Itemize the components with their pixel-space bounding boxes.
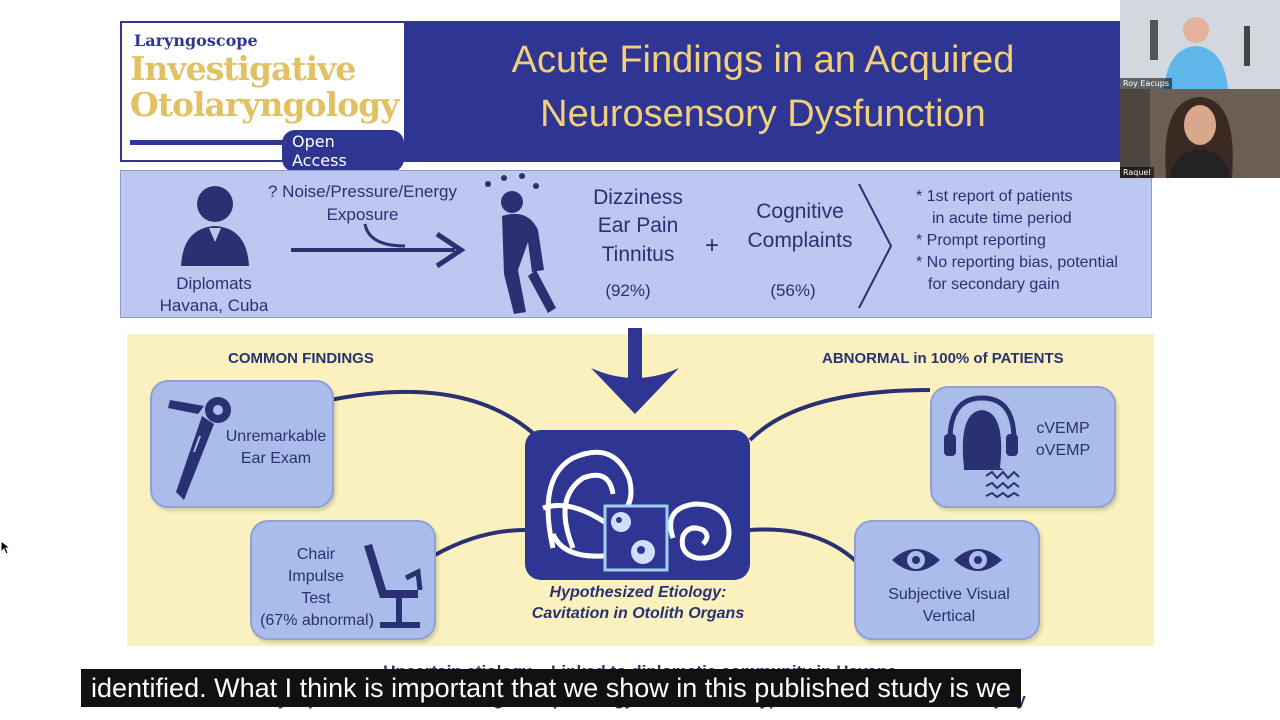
- chevron-right-icon: [858, 183, 893, 309]
- cognitive-line2: Complaints: [747, 229, 853, 252]
- key-point-3a: * No reporting bias, potential: [916, 254, 1118, 271]
- subtitle-caption: identified. What I think is important th…: [81, 669, 1021, 707]
- participant-1-avatar: [1120, 0, 1280, 89]
- key-points-list: * 1st report of patients in acute time p…: [916, 186, 1152, 296]
- logo-underline: [130, 140, 320, 145]
- slide-title-banner: Acute Findings in an Acquired Neurosenso…: [406, 21, 1120, 162]
- open-access-badge: Open Access: [282, 130, 404, 172]
- key-point-1b: in acute time period: [932, 210, 1072, 227]
- participant-1-name: Roy Eacups: [1120, 78, 1173, 89]
- exposure-label-line2: Exposure: [326, 205, 399, 224]
- eyes-icon: [892, 549, 1002, 571]
- patient-label-line2: Havana, Cuba: [159, 296, 269, 315]
- exposure-label-line1: ? Noise/Pressure/Energy: [268, 182, 457, 201]
- cognitive-percent: (56%): [770, 281, 816, 300]
- chair-line2: Impulse: [287, 568, 345, 585]
- slide-title-line1: Acute Findings in an Acquired: [511, 39, 1015, 81]
- key-point-2: * Prompt reporting: [916, 232, 1046, 249]
- plus-sign: +: [704, 232, 719, 259]
- common-findings-heading: COMMON FINDINGS: [228, 350, 374, 367]
- inner-ear-illustration: [525, 430, 750, 580]
- abnormal-findings-heading: ABNORMAL in 100% of PATIENTS: [822, 350, 1064, 367]
- participant-2-avatar: [1120, 89, 1280, 178]
- etiology-line2: Cavitation in Otolith Organs: [531, 605, 745, 622]
- key-point-3b: for secondary gain: [928, 276, 1060, 293]
- ear-exam-card: Unremarkable Ear Exam: [150, 380, 334, 508]
- otoscope-icon: [168, 397, 231, 500]
- symptom-tinnitus: Tinnitus: [601, 243, 675, 266]
- journal-name-line1: Investigative: [130, 49, 356, 88]
- chair-line3: Test: [301, 590, 331, 607]
- ear-exam-line1: Unremarkable: [225, 428, 327, 445]
- symptom-ear-pain: Ear Pain: [597, 214, 679, 237]
- svv-line2: Vertical: [922, 608, 976, 625]
- vemp-line2: oVEMP: [1035, 442, 1091, 459]
- exposure-arrow-icon: [291, 223, 466, 269]
- dizzy-person-icon: [485, 173, 556, 314]
- chair-impulse-card: Chair Impulse Test (67% abnormal): [250, 520, 436, 640]
- inner-ear-icon: [542, 449, 732, 572]
- journal-name-line2: Otolaryngology: [130, 85, 399, 124]
- participant-video-1[interactable]: Roy Eacups: [1120, 0, 1280, 89]
- etiology-line1: Hypothesized Etiology:: [549, 584, 727, 601]
- vemp-line1: cVEMP: [1036, 420, 1090, 437]
- participant-2-name: Raquel: [1120, 167, 1154, 178]
- chair-line4: (67% abnormal): [260, 612, 374, 629]
- rotary-chair-icon: [364, 544, 423, 628]
- ear-exam-line2: Ear Exam: [240, 450, 312, 467]
- cognitive-line1: Cognitive: [756, 200, 844, 223]
- exposure-band: [120, 170, 1152, 318]
- slide-title-line2: Neurosensory Dysfunction: [540, 93, 986, 135]
- key-point-1a: * 1st report of patients: [916, 188, 1073, 205]
- chair-line1: Chair: [296, 546, 336, 563]
- symptom-dizziness: Dizziness: [593, 186, 683, 209]
- participant-video-2[interactable]: Raquel: [1120, 89, 1280, 178]
- mouse-cursor-icon: [0, 540, 12, 555]
- svv-card: Subjective Visual Vertical: [854, 520, 1040, 640]
- svv-line1: Subjective Visual: [888, 586, 1010, 603]
- patient-label-line1: Diplomats: [176, 274, 252, 293]
- journal-publisher: Laryngoscope: [134, 31, 258, 50]
- headphones-head-icon: [944, 395, 1020, 499]
- journal-logo: Laryngoscope Investigative Otolaryngolog…: [120, 21, 406, 172]
- symptoms-percent: (92%): [605, 281, 651, 300]
- diplomat-person-icon: [181, 186, 249, 266]
- down-arrow-icon: [591, 328, 679, 414]
- vemp-card: cVEMP oVEMP: [930, 386, 1116, 508]
